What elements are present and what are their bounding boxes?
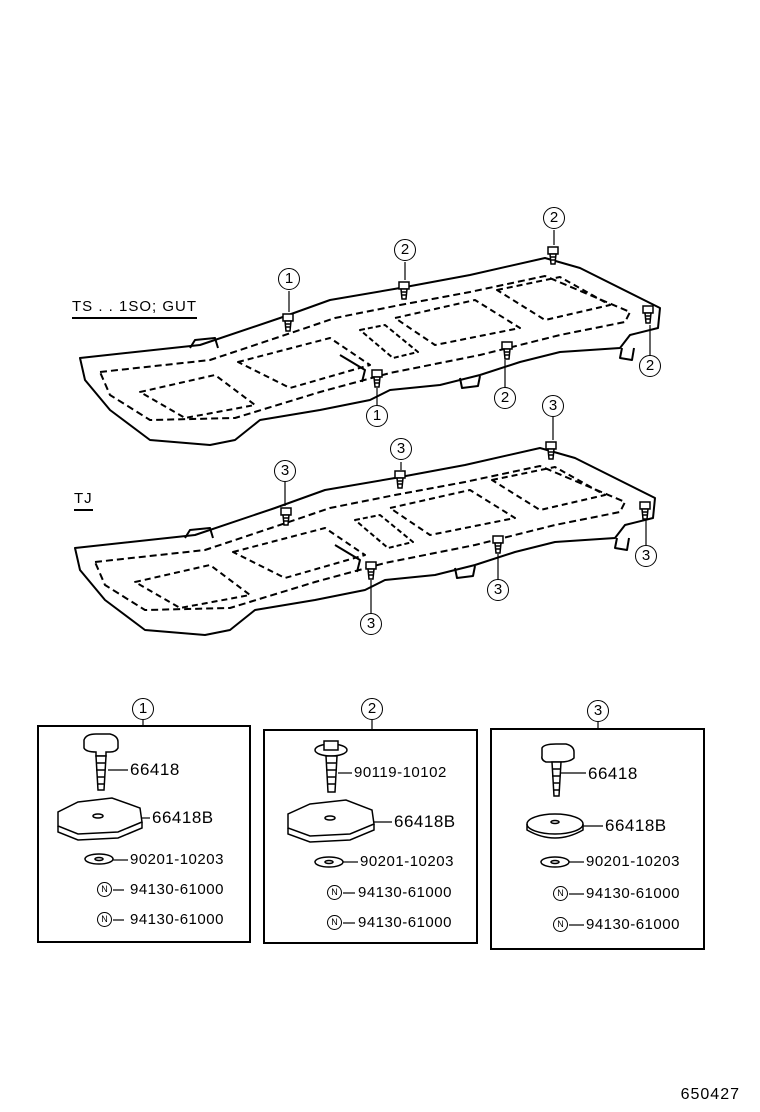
part-number: 66418: [588, 764, 638, 783]
part-illustrations-group-1: [57, 733, 143, 865]
part-number: 94130-61000: [586, 916, 680, 933]
callout-1: 1: [366, 405, 388, 427]
callout-2: 2: [543, 207, 565, 229]
part-number: 90119-10102: [354, 764, 447, 781]
callout-3: 3: [390, 438, 412, 460]
part-number: 66418B: [152, 808, 214, 827]
part-number: 94130-61000: [130, 881, 224, 898]
n-symbol-icon: N: [97, 912, 112, 927]
leader-lines: [142, 230, 651, 730]
n-symbol-icon: N: [553, 886, 568, 901]
callout-2: 2: [639, 355, 661, 377]
callout-3: 3: [274, 460, 296, 482]
part-number: 90201-10203: [586, 853, 680, 870]
parts-box-2: [263, 729, 478, 944]
callout-3: 3: [487, 579, 509, 601]
n-symbol-icon: N: [97, 882, 112, 897]
callout-3: 3: [542, 395, 564, 417]
part-number: 66418B: [394, 812, 456, 831]
variant-label-lower: TJ: [74, 490, 93, 511]
part-number: 94130-61000: [130, 911, 224, 928]
part-number: 66418: [130, 760, 180, 779]
callout-2: 2: [494, 387, 516, 409]
callout-1: 1: [278, 268, 300, 290]
callout-2: 2: [394, 239, 416, 261]
callout-3: 3: [635, 545, 657, 567]
callout-3: 3: [360, 613, 382, 635]
frame-lower: [74, 447, 656, 636]
n-symbol-icon: N: [327, 915, 342, 930]
part-number: 94130-61000: [358, 884, 452, 901]
parts-box-3: [490, 728, 705, 950]
n-symbol-icon: N: [553, 917, 568, 932]
variant-label-upper: TS . . 1SO; GUT: [72, 298, 198, 319]
group-callout-3: 3: [587, 700, 609, 722]
figure-number: 650427: [680, 1086, 740, 1103]
group-callout-2: 2: [361, 698, 383, 720]
part-number: 90201-10203: [130, 851, 224, 868]
group-callout-1: 1: [132, 698, 154, 720]
part-illustrations-group-2: [287, 740, 375, 868]
n-symbol-icon: N: [327, 885, 342, 900]
part-leaders: [108, 769, 603, 926]
part-number: 94130-61000: [586, 885, 680, 902]
parts-box-1: [37, 725, 251, 943]
part-number: 66418B: [605, 816, 667, 835]
part-illustrations-group-3: [526, 743, 584, 868]
bolt-markers-lower: [280, 441, 651, 580]
part-number: 90201-10203: [360, 853, 454, 870]
part-number: 94130-61000: [358, 914, 452, 931]
